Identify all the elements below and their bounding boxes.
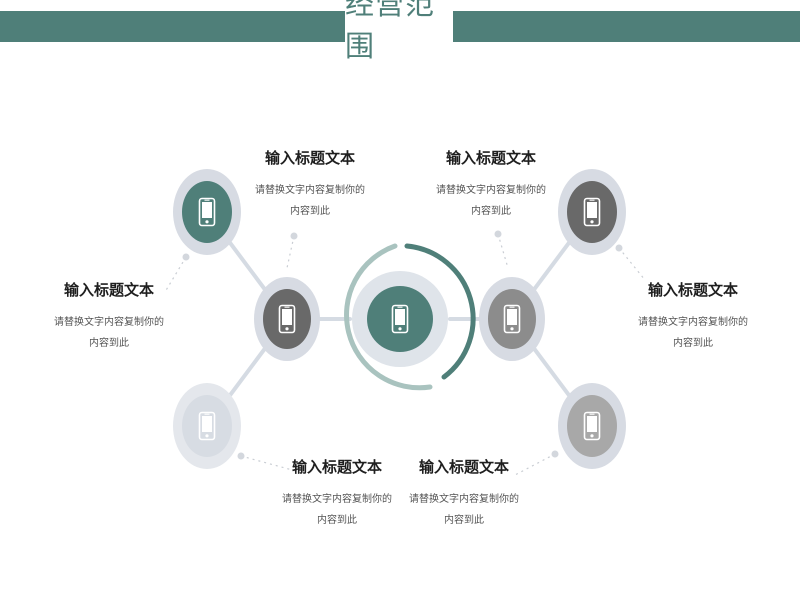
center-hub: [344, 243, 476, 391]
leader-dot: [290, 232, 298, 240]
block-desc: 请替换文字内容复制你的内容到此: [409, 494, 519, 526]
leader-dot: [182, 253, 190, 261]
leader-mid-left: [164, 256, 187, 293]
node-bottom-right: [558, 383, 626, 469]
title-box: 经营范围: [345, 0, 453, 63]
block-desc: 请替换文字内容复制你的内容到此: [255, 185, 365, 217]
block-desc: 请替换文字内容复制你的内容到此: [638, 317, 748, 349]
leader-top-left: [286, 235, 295, 269]
node-inner-right: [479, 277, 545, 361]
center-hub-arc-light: [344, 243, 433, 391]
text-block-mid-left: 输入标题文本 请替换文字内容复制你的内容到此: [34, 279, 184, 354]
block-title: 输入标题文本: [264, 149, 355, 167]
leader-dot: [494, 230, 502, 238]
text-block-top-left: 输入标题文本 请替换文字内容复制你的内容到此: [235, 147, 385, 222]
page-title: 经营范围: [345, 0, 436, 63]
block-title: 输入标题文本: [63, 281, 154, 299]
leader-lines: [164, 233, 646, 476]
text-block-bottom-left: 输入标题文本 请替换文字内容复制你的内容到此: [262, 456, 412, 531]
leader-bottom-right: [514, 453, 556, 476]
block-desc: 请替换文字内容复制你的内容到此: [54, 317, 164, 349]
block-desc: 请替换文字内容复制你的内容到此: [282, 494, 392, 526]
leader-mid-right: [618, 247, 646, 281]
block-title: 输入标题文本: [291, 458, 382, 476]
node-bottom-left: [173, 383, 241, 469]
block-title: 输入标题文本: [445, 149, 536, 167]
center-hub-arc-accent: [404, 243, 476, 380]
node-top-left: [173, 169, 241, 255]
leader-dots: [182, 230, 623, 460]
text-block-mid-right: 输入标题文本 请替换文字内容复制你的内容到此: [618, 279, 768, 354]
leader-dot: [615, 244, 623, 252]
leader-top-right: [497, 233, 509, 269]
node-inner-left: [254, 277, 320, 361]
block-title: 输入标题文本: [647, 281, 738, 299]
leader-dot: [551, 450, 559, 458]
block-desc: 请替换文字内容复制你的内容到此: [436, 185, 546, 217]
block-title: 输入标题文本: [418, 458, 509, 476]
node-top-right: [558, 169, 626, 255]
text-block-top-right: 输入标题文本 请替换文字内容复制你的内容到此: [416, 147, 566, 222]
leader-dot: [237, 452, 245, 460]
text-block-bottom-right: 输入标题文本 请替换文字内容复制你的内容到此: [389, 456, 539, 531]
